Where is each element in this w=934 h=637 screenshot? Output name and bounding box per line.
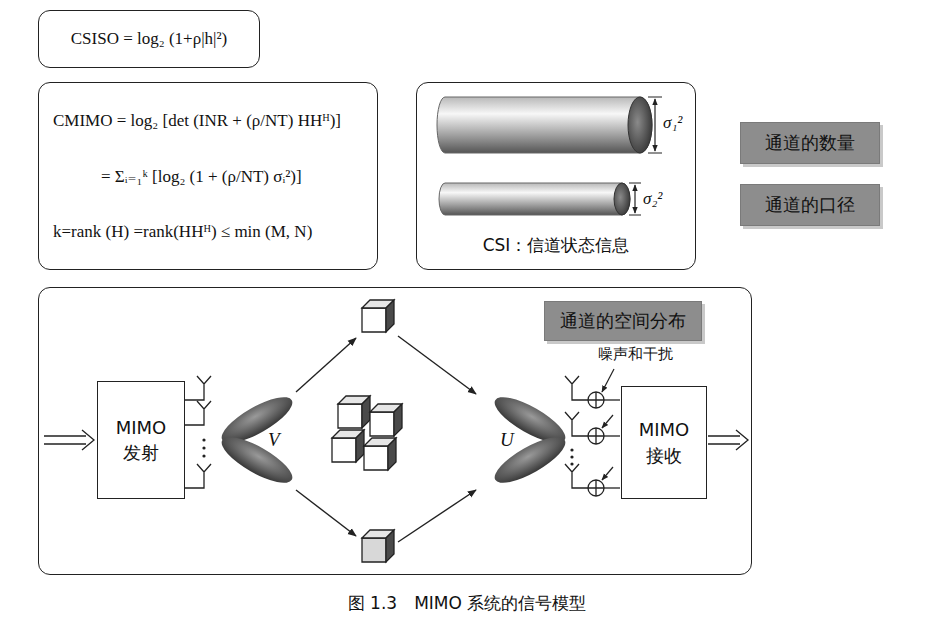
- formula-text: CMIMO = log₂ [det (INR + (ρ/NT) HHᴴ)]: [53, 111, 341, 131]
- input-arrow: [44, 430, 94, 450]
- variance-label: σ₁²: [663, 113, 682, 133]
- output-arrow: [708, 430, 748, 450]
- tag-text: 通道的口径: [765, 193, 855, 217]
- feature-tag: 通道的空间分布: [544, 301, 702, 341]
- receive-beam: [489, 389, 571, 491]
- channel-cylinder: [439, 183, 641, 215]
- transmit-beam: [216, 389, 298, 491]
- system-panel: 通道的空间分布 MIMO 发射 MIMO 接收: [38, 287, 752, 575]
- formula-text: k=rank (H) =rank(HHᴴ) ≤ min (M, N): [53, 222, 312, 242]
- receiver-box: MIMO 接收: [621, 386, 707, 499]
- feature-tag: 通道的数量: [740, 122, 880, 164]
- matrix-label: U: [500, 429, 514, 451]
- formula-box: CMIMO = log₂ [det (INR + (ρ/NT) HHᴴ)] = Σ…: [38, 82, 378, 270]
- noise-label: 噪声和干扰: [596, 345, 675, 364]
- scatterer-cubes: [332, 300, 402, 562]
- block-text: MIMO 接收: [630, 417, 698, 467]
- adder-symbol: [588, 392, 604, 496]
- ellipsis-dots: [202, 438, 205, 457]
- formula-text: CSISO = log₂ (1+ρ|h|²): [71, 29, 227, 49]
- noise-arrows: [602, 369, 614, 480]
- csi-panel: CSI：信道状态信息: [416, 82, 696, 270]
- formula-text: = Σᵢ₌₁ᵏ [log₂ (1 + (ρ/NT) σᵢ²)]: [53, 166, 302, 187]
- formula-box: CSISO = log₂ (1+ρ|h|²): [38, 10, 260, 68]
- ellipsis-dots: [570, 448, 573, 465]
- transmitter-box: MIMO 发射: [97, 381, 185, 499]
- tag-text: 通道的空间分布: [560, 309, 686, 333]
- variance-label: σ₂²: [643, 189, 662, 209]
- propagation-arrows: [296, 336, 476, 542]
- receive-antennas: [565, 376, 620, 488]
- block-text: MIMO 发射: [106, 415, 176, 465]
- tag-text: 通道的数量: [765, 131, 855, 155]
- panel-caption: CSI：信道状态信息: [483, 234, 630, 257]
- figure-caption: 图 1.3 MIMO 系统的信号模型: [0, 592, 934, 615]
- matrix-label: V: [268, 429, 280, 451]
- transmit-antennas: [184, 376, 211, 488]
- feature-tag: 通道的口径: [740, 184, 880, 226]
- channel-cylinder: [437, 97, 662, 153]
